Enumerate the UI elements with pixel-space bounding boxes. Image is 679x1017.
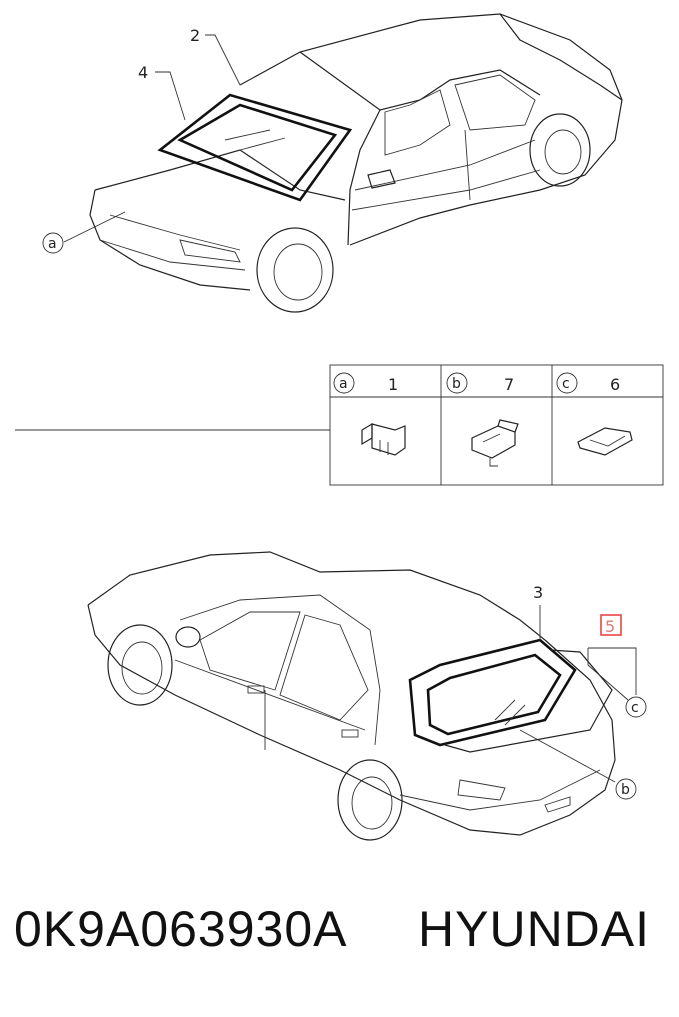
legend-number-1: 1	[388, 375, 398, 394]
clip-a-icon	[361, 422, 406, 456]
caption-bar: 0K9A063930A HYUNDAI	[0, 900, 679, 980]
front-car-illustration	[89, 13, 623, 313]
brand-name: HYUNDAI	[418, 901, 651, 957]
letter-a-circle	[42, 232, 64, 254]
legend-letter-a: a	[339, 376, 348, 392]
clip-b-icon	[471, 419, 519, 467]
legend-letter-c: c	[562, 376, 570, 392]
rear-glass	[426, 653, 562, 736]
parts-diagram: 2 4 a a 1 b 7 c 6	[15, 13, 664, 841]
rear-glass-moulding	[408, 638, 577, 747]
rear-car-illustration	[87, 551, 616, 841]
callout-5-highlight-box	[600, 614, 622, 636]
callout-2: 2	[190, 26, 200, 45]
windshield-moulding	[157, 93, 353, 202]
part-number: 0K9A063930A	[14, 901, 348, 957]
letter-c-rear: c	[631, 700, 639, 716]
callout-4: 4	[138, 63, 148, 82]
fastener-legend: a 1 b 7 c 6	[15, 364, 664, 486]
letter-a-front: a	[48, 236, 57, 252]
legend-number-7: 7	[504, 375, 514, 394]
legend-letter-b: b	[452, 376, 461, 392]
letter-b-rear: b	[621, 782, 630, 798]
windshield-glass	[177, 103, 338, 192]
callout-3: 3	[533, 583, 543, 602]
clip-c-icon	[577, 427, 633, 456]
callout-5: 5	[605, 617, 615, 636]
legend-number-6: 6	[610, 375, 620, 394]
